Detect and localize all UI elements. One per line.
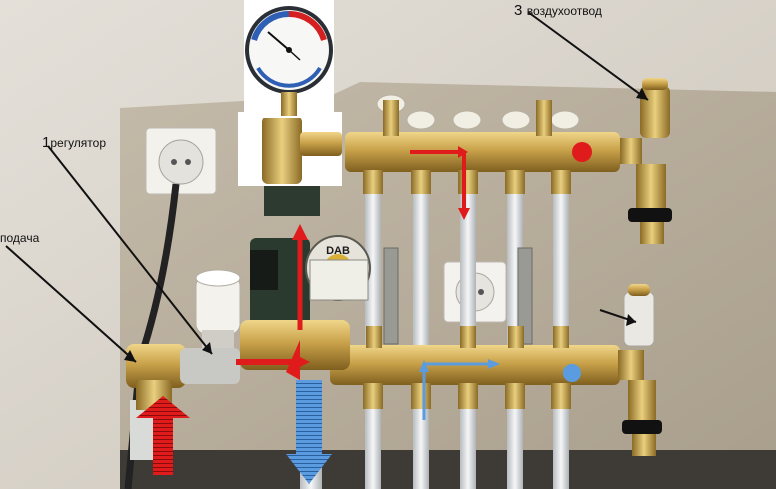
supply-manifold bbox=[345, 94, 620, 194]
label-air-vent: 3 воздухоотвод bbox=[514, 2, 602, 20]
floor bbox=[120, 450, 776, 489]
circulation-pump: DAB bbox=[240, 186, 371, 370]
red-dot-icon bbox=[572, 142, 592, 162]
air-vent-lower bbox=[618, 284, 662, 456]
label-supply: подача bbox=[0, 231, 40, 245]
air-vent-upper bbox=[620, 78, 672, 244]
label-air-vent-text: воздухоотвод bbox=[526, 4, 602, 18]
label-regulator-text: регулятор bbox=[50, 136, 107, 150]
thermostatic-head bbox=[195, 269, 241, 354]
arrowhead bbox=[636, 88, 648, 100]
thermomanometer-icon bbox=[244, 0, 334, 118]
leader-lines bbox=[5, 11, 649, 363]
cold-flow-arrows bbox=[286, 359, 500, 484]
label-air-vent-number: 3 bbox=[514, 2, 523, 19]
hot-flow-arrows bbox=[136, 146, 470, 475]
arrowhead bbox=[626, 314, 636, 326]
power-socket-icon bbox=[145, 127, 217, 195]
gauge-fitting bbox=[238, 112, 342, 186]
return-manifold bbox=[330, 247, 620, 409]
pump-brand: DAB bbox=[326, 245, 350, 257]
blue-dot-icon bbox=[563, 364, 581, 382]
label-regulator-number: 1 bbox=[42, 134, 51, 151]
label-regulator: 1регулятор bbox=[42, 134, 106, 152]
arrowhead bbox=[124, 350, 136, 362]
arrowhead bbox=[202, 342, 212, 354]
